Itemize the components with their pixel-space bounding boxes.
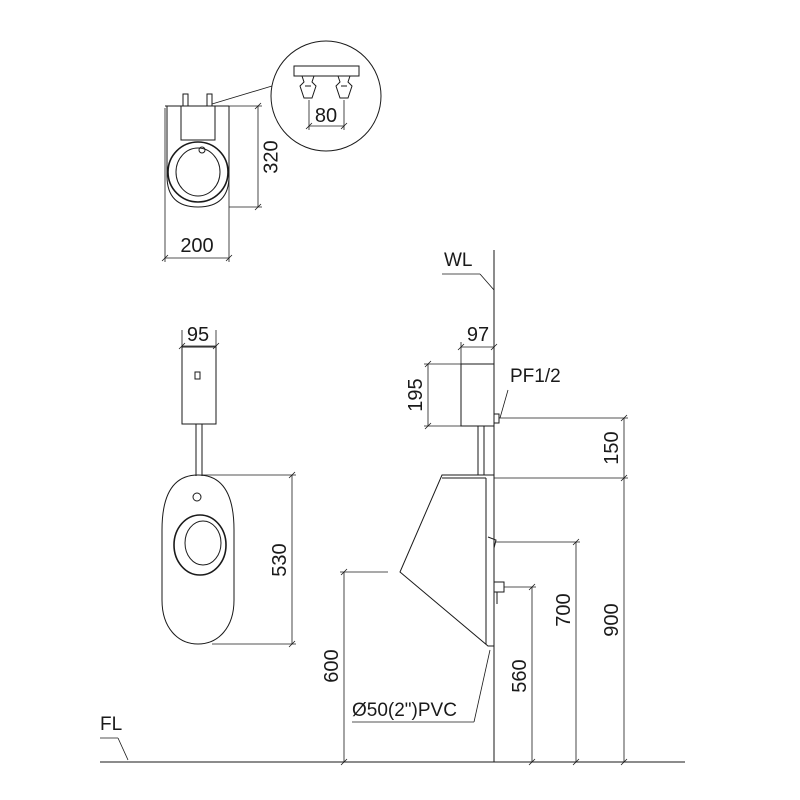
mount-lug: [206, 93, 213, 107]
front-spreader: [192, 492, 202, 502]
dim-600-label: 600: [321, 649, 343, 682]
detail-valve-left: [299, 75, 317, 99]
dim-97-label: 97: [467, 324, 489, 346]
front-bowl-outline: [161, 474, 235, 645]
detail-valve-right: [335, 75, 353, 99]
spray-nozzle: [198, 146, 206, 154]
fl-leader: [117, 737, 129, 761]
side-bowl-outline: [399, 474, 495, 647]
top-bowl-inner: [175, 147, 221, 197]
dim-150-label: 150: [601, 431, 623, 464]
dimension-tick: [457, 343, 465, 351]
dim-900-label: 900: [601, 603, 623, 636]
front-tank: [181, 346, 217, 425]
dimension-tick: [340, 568, 348, 576]
side-tank: [460, 363, 495, 427]
pf-leader: [499, 389, 509, 419]
fl-label: FL: [100, 714, 122, 735]
top-view: 320 200: [164, 85, 283, 262]
dimension-tick: [225, 254, 233, 262]
dimension-tick: [424, 422, 432, 430]
front-bowl-rim: [173, 514, 227, 576]
dimension-tick: [254, 203, 262, 211]
dimension-tick: [305, 122, 313, 130]
top-bowl-rim: [167, 141, 229, 203]
dimension-tick: [572, 538, 580, 546]
side-outlet: [487, 536, 497, 549]
dimension-tick: [340, 758, 348, 766]
detail-view: 80: [270, 40, 382, 152]
dim-530-label: 530: [269, 543, 291, 576]
dim-560-label: 560: [509, 659, 531, 692]
floor-line-group: FL: [100, 714, 685, 763]
supply-fitting: [493, 413, 500, 424]
side-view: WL 97 195 PF1/2 150 900: [321, 250, 628, 762]
wl-label: WL: [444, 250, 473, 271]
front-button: [194, 371, 201, 380]
dimension-tick: [288, 640, 296, 648]
dimension-tick: [528, 758, 536, 766]
dimension-tick: [424, 360, 432, 368]
front-bowl-inner: [184, 520, 222, 566]
dimension-tick: [254, 102, 262, 110]
dim-95-label: 95: [187, 324, 209, 346]
top-body-outline: [166, 106, 230, 208]
dimension-tick: [288, 471, 296, 479]
wl-leader: [479, 273, 495, 291]
dimension-tick: [572, 758, 580, 766]
detail-bar: [293, 65, 360, 77]
dimension-tick: [620, 474, 628, 482]
mount-lug: [182, 93, 189, 107]
dimension-ticks: [161, 102, 628, 766]
dimension-tick: [490, 343, 498, 351]
dim-80-label: 80: [315, 105, 337, 127]
pvc-leader: [473, 649, 491, 723]
pvc-label: Ø50(2")PVC: [352, 700, 457, 721]
drain-fitting: [493, 581, 505, 593]
dimension-tick: [620, 414, 628, 422]
dim-195-label: 195: [405, 378, 427, 411]
dimension-tick: [178, 342, 186, 350]
dimension-tick: [620, 758, 628, 766]
dim-320-label: 320: [261, 140, 283, 173]
pf-label: PF1/2: [510, 366, 561, 387]
detail-circle: [270, 40, 382, 152]
dimension-tick: [528, 583, 536, 591]
dim-200-label: 200: [180, 235, 213, 257]
dim-700-label: 700: [553, 593, 575, 626]
top-tank: [180, 106, 216, 141]
dimension-tick: [212, 342, 220, 350]
detail-leader: [211, 85, 273, 105]
dimension-tick: [161, 254, 169, 262]
front-view: 95 530: [161, 324, 296, 645]
dimension-tick: [340, 122, 348, 130]
